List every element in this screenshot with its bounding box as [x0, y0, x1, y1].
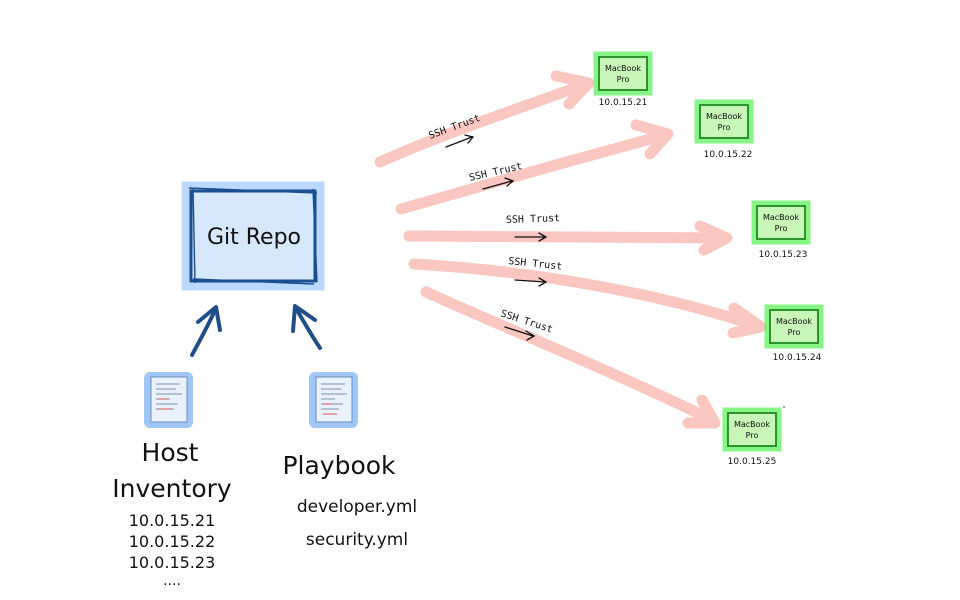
macbook-ip-5: 10.0.15.25	[728, 457, 777, 467]
macbook-label-4-line1: MacBook	[776, 317, 812, 326]
playbook-to-repo-arrow	[291, 304, 322, 350]
ssh-arrow-1	[374, 70, 595, 168]
inventory-host-1: 10.0.15.21	[129, 511, 216, 530]
macbook-label-5-line2: Pro	[746, 431, 759, 440]
macbook-label-3-line1: MacBook	[763, 213, 799, 222]
macbook-label-2-line1: MacBook	[706, 112, 742, 121]
inventory-title-line1: Host	[142, 438, 199, 467]
inventory-host-2: 10.0.15.22	[129, 532, 216, 551]
inventory-title-line2: Inventory	[112, 474, 232, 503]
git-repo-node: Git Repo	[181, 181, 325, 291]
ssh-arrow-5	[420, 286, 721, 429]
inventory-document-icon	[144, 372, 193, 428]
macbook-node-3: MacBook Pro 10.0.15.23	[751, 200, 811, 260]
macbook-ip-4: 10.0.15.24	[773, 353, 822, 363]
macbook-label-5-line1: MacBook	[734, 420, 770, 429]
macbook-node-4: MacBook Pro 10.0.15.24	[764, 304, 824, 363]
ssh-arrow-4	[408, 258, 767, 339]
host-inventory: Host Inventory 10.0.15.21 10.0.15.22 10.…	[112, 438, 232, 589]
ssh-trust-label-3: SSH Trust	[506, 213, 561, 226]
inventory-host-3: 10.0.15.23	[129, 553, 216, 572]
playbook: Playbook developer.yml security.yml	[282, 451, 417, 550]
macbook-node-1: MacBook Pro 10.0.15.21	[593, 51, 653, 108]
small-arrow-1	[445, 134, 475, 148]
macbook-ip-3: 10.0.15.23	[759, 250, 808, 260]
small-arrow-2	[482, 177, 515, 190]
macbook-label-4-line2: Pro	[788, 328, 801, 337]
small-arrow-3	[514, 232, 548, 242]
playbook-file-2: security.yml	[306, 530, 408, 550]
ssh-arrow-3	[403, 220, 733, 256]
inventory-to-repo-arrow	[190, 305, 222, 357]
macbook-label-1-line2: Pro	[617, 75, 630, 84]
inventory-ellipsis: ....	[163, 573, 181, 589]
ssh-trust-labels	[445, 134, 548, 341]
up-arrows	[190, 304, 322, 357]
macbook-node-2: MacBook Pro 10.0.15.22	[694, 99, 754, 160]
macbook-label-1-line1: MacBook	[605, 64, 641, 73]
git-repo-label: Git Repo	[207, 225, 301, 250]
playbook-file-1: developer.yml	[297, 497, 417, 517]
macbook-ip-2: 10.0.15.22	[704, 150, 753, 160]
macbook-label-3-line2: Pro	[775, 224, 788, 233]
playbook-title: Playbook	[282, 451, 396, 480]
playbook-document-icon	[309, 372, 358, 428]
ssh-trust-arrows	[374, 70, 767, 429]
small-arrow-5	[504, 326, 536, 341]
small-arrow-4	[514, 277, 548, 287]
ssh-arrow-2	[395, 119, 674, 215]
macbook-ip-1: 10.0.15.21	[599, 98, 648, 108]
macbook-label-2-line2: Pro	[718, 123, 731, 132]
macbook-node-5: MacBook Pro 10.0.15.25	[722, 407, 782, 467]
stray-dot	[783, 406, 785, 408]
